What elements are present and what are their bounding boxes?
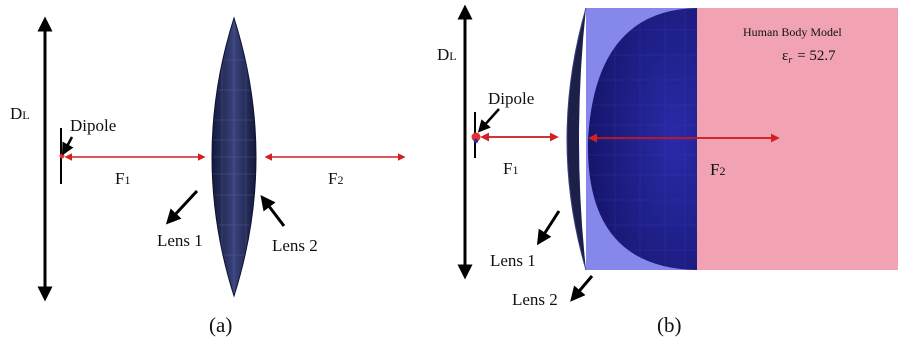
panel-a: DL Dipole F1 — [10, 16, 406, 337]
dl-label: DL — [10, 104, 30, 123]
f1-label: F1 — [115, 169, 130, 188]
f1-label-b: F1 — [503, 159, 518, 178]
lens1-pointer-arrow-b — [536, 210, 561, 246]
lens2-pointer-arrow — [260, 195, 286, 227]
lens2-label-b: Lens 2 — [512, 290, 558, 309]
dipole-label: Dipole — [70, 116, 116, 135]
dipole-feed — [59, 153, 65, 159]
dipole-feed-b-inner — [473, 138, 479, 144]
caption-b: (b) — [657, 313, 682, 337]
dipole-feed-b — [471, 132, 481, 142]
panel-b: DL Dipole F1 F2 Human Body Model εr= 52.… — [437, 4, 898, 337]
dipole-pointer-arrow-b — [477, 108, 500, 133]
dl-label-b: DL — [437, 45, 457, 64]
dipole-label-b: Dipole — [488, 89, 534, 108]
lens1-label: Lens 1 — [157, 231, 203, 250]
lens-a — [211, 16, 257, 298]
lens2-label: Lens 2 — [272, 236, 318, 255]
lens2-pointer-arrow-b — [570, 275, 594, 302]
lens1-pointer-arrow — [165, 189, 199, 225]
f2-label: F2 — [328, 169, 343, 188]
lens1-label-b: Lens 1 — [490, 251, 536, 270]
lens1-crescent — [566, 7, 587, 271]
epsilon-label: εr= 52.7 — [782, 48, 836, 66]
human-body-model-label: Human Body Model — [743, 25, 842, 39]
f2-label-b: F2 — [710, 160, 725, 179]
dipole-pointer-arrow — [62, 136, 74, 156]
caption-a: (a) — [209, 313, 232, 337]
